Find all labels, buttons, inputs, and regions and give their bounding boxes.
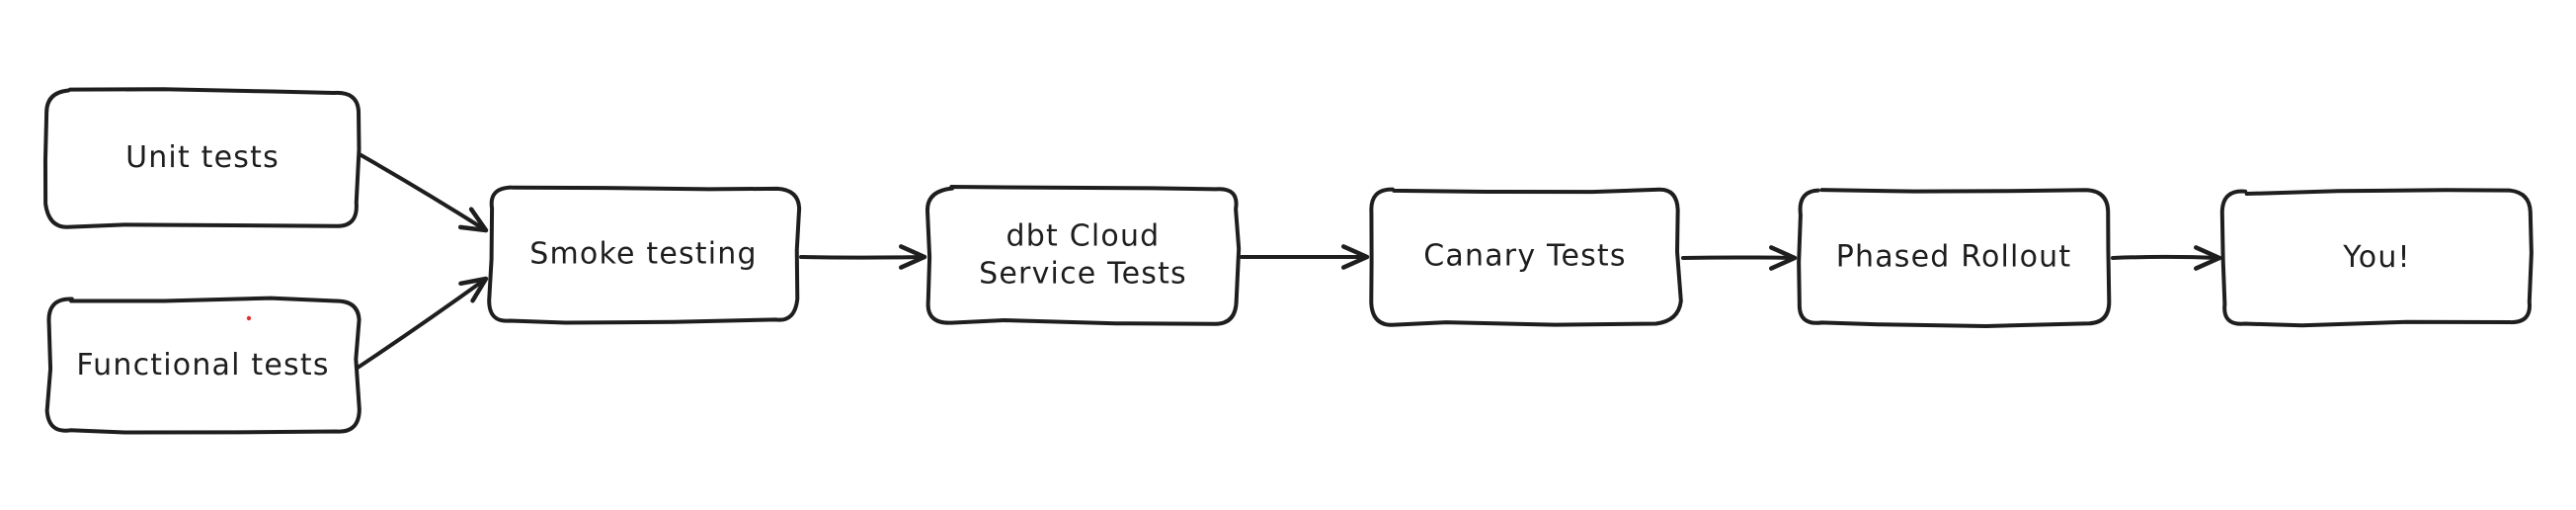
stray-speck xyxy=(246,315,252,321)
node-label: You! xyxy=(2342,240,2411,275)
node-label-line: Canary Tests xyxy=(1423,238,1626,273)
node-phased-rollout[interactable]: Phased Rollout xyxy=(1797,188,2112,328)
edge-functional-to-smoke xyxy=(356,276,489,370)
node-smoke-testing[interactable]: Smoke testing xyxy=(487,185,802,325)
edge-phased-to-you xyxy=(2111,245,2222,271)
node-box[interactable] xyxy=(925,185,1242,326)
node-label: Functional tests xyxy=(76,348,329,382)
arrowhead-icon xyxy=(457,207,489,233)
node-box[interactable] xyxy=(2219,188,2534,328)
arrowhead-icon xyxy=(458,276,489,303)
edge-smoke-to-dbt xyxy=(799,244,927,270)
node-canary-tests[interactable]: Canary Tests xyxy=(1369,187,1683,327)
arrowhead-icon xyxy=(899,244,927,270)
node-you[interactable]: You! xyxy=(2219,188,2534,328)
arrowhead-icon xyxy=(1769,245,1798,271)
node-box[interactable] xyxy=(1797,188,2112,328)
edge-canary-to-phased xyxy=(1681,245,1798,271)
node-label-line: dbt Cloud xyxy=(1006,218,1161,253)
node-box[interactable] xyxy=(487,185,802,325)
node-label-line: Service Tests xyxy=(979,256,1187,291)
edge-stroke xyxy=(1681,255,1797,260)
arrowhead-icon xyxy=(2194,245,2222,271)
node-label-line: You! xyxy=(2342,240,2411,275)
edge-unit-to-smoke xyxy=(356,151,489,233)
node-label-line: Unit tests xyxy=(125,140,280,175)
node-label: Canary Tests xyxy=(1423,238,1626,273)
node-box[interactable] xyxy=(42,87,362,229)
edge-stroke xyxy=(2111,254,2221,260)
edge-stroke xyxy=(356,151,488,232)
arrowhead-icon xyxy=(1341,244,1370,270)
node-functional-tests[interactable]: Functional tests xyxy=(44,296,362,435)
edges-layer xyxy=(356,151,2222,370)
node-unit-tests[interactable]: Unit tests xyxy=(42,87,362,229)
node-box[interactable] xyxy=(1369,187,1683,327)
edge-dbt-to-canary xyxy=(1240,244,1370,270)
edge-stroke xyxy=(356,277,488,370)
node-label-line: Functional tests xyxy=(76,348,329,382)
node-label: Phased Rollout xyxy=(1836,239,2072,274)
node-box[interactable] xyxy=(44,296,362,435)
edge-stroke xyxy=(799,255,926,260)
node-label-line: Phased Rollout xyxy=(1836,239,2072,274)
node-label: Unit tests xyxy=(125,140,280,175)
node-label: Smoke testing xyxy=(529,236,758,271)
node-label-line: Smoke testing xyxy=(529,236,758,271)
